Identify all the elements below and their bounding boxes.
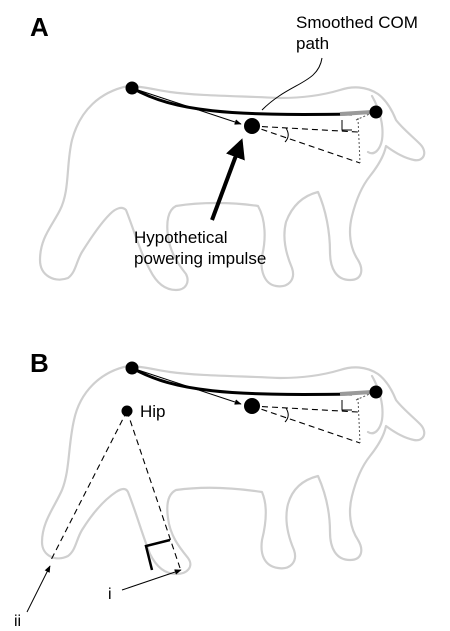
dotted-vertical-a [358,118,360,163]
com-point-a [244,118,260,134]
start-point-a [126,82,139,95]
dotted-vertical-b [358,398,360,443]
com-path-grey-a [340,112,372,114]
impulse-arrow-a [212,142,241,220]
impulse-label-line1: Hypothetical [134,228,228,247]
panel-a-letter: A [30,12,49,42]
dog-outline-b [42,366,424,574]
end-point-a [370,106,383,119]
dog-ear-a [368,96,383,153]
com-label-line1: Smoothed COM [296,13,418,32]
marker-i-arrow [122,570,181,590]
dog-ear-b [368,376,383,433]
angle-arc-a [285,128,288,142]
end-point-b [370,386,383,399]
com-point-b [244,398,260,414]
com-path-grey-b [340,392,372,394]
hip-label: Hip [140,402,166,421]
panel-b: B Hip i ii [14,348,424,630]
panel-b-letter: B [30,348,49,378]
hip-to-hind-foot-line [51,411,127,560]
impulse-label-line2: powering impulse [134,249,266,268]
marker-ii-label: ii [14,613,21,630]
right-angle-mark-b [342,400,352,410]
right-angle-mark-a [342,120,352,130]
marker-i-label: i [108,586,112,603]
angle-arc-b [285,408,288,422]
start-point-b [126,362,139,375]
com-label-line2: path [296,34,329,53]
panel-a: A Smoothed COM path Hypothetical powerin… [30,12,424,290]
marker-ii-arrow [27,566,50,612]
com-leader-line-a [262,58,322,110]
